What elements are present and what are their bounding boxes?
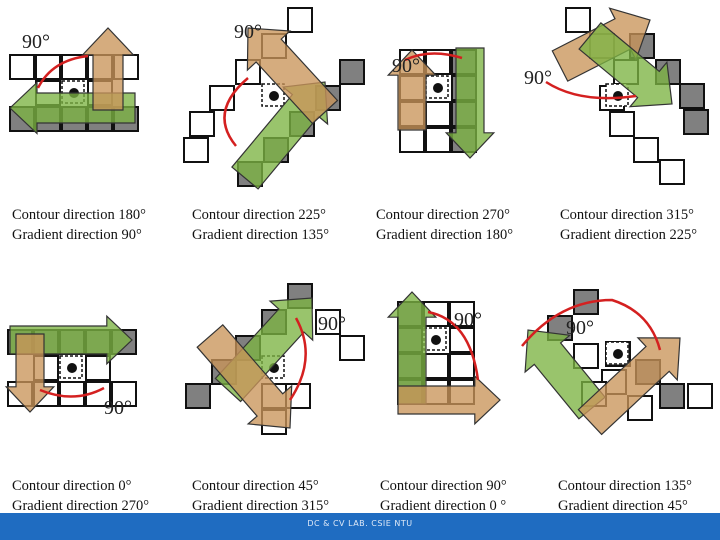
footer-text: DC & CV LAB. CSIE NTU [307, 519, 413, 528]
direction-figures: 90° 90° 90° 90° 90° 90° 90° 90° [4, 7, 713, 436]
rotation-arc [521, 298, 662, 351]
pixel [111, 381, 137, 407]
pixel [633, 137, 659, 163]
panel-contour-270: 90° [386, 47, 496, 159]
contour-label: Contour direction 0° [12, 478, 132, 494]
center-dot [269, 91, 279, 101]
angle-label: 90° [234, 21, 262, 43]
contour-label: Contour direction 225° [192, 207, 326, 223]
gradient-label: Gradient direction 45° [558, 498, 688, 514]
pixel [209, 85, 235, 111]
rotation-arc [39, 386, 105, 398]
pixel [659, 159, 685, 185]
caption-315: Contour direction 315° Gradient directio… [560, 205, 697, 245]
caption-45: Contour direction 45° Gradient direction… [192, 476, 329, 516]
angle-label: 90° [566, 317, 594, 339]
caption-225: Contour direction 225° Gradient directio… [192, 205, 329, 245]
caption-135: Contour direction 135° Gradient directio… [558, 476, 692, 516]
contour-label: Contour direction 135° [558, 478, 692, 494]
gradient-label: Gradient direction 180° [376, 227, 514, 243]
edge-pixel [679, 83, 705, 109]
rotation-arc [288, 317, 307, 401]
panel-contour-90: 90° [386, 291, 501, 426]
edge-pixel [339, 59, 365, 85]
tan-arrow [397, 374, 501, 426]
rotation-arc [545, 80, 637, 100]
pixel [189, 111, 215, 137]
gradient-label: Gradient direction 315° [192, 498, 330, 514]
edge-pixel [659, 383, 685, 409]
pixel [9, 54, 35, 80]
contour-label: Contour direction 180° [12, 207, 146, 223]
tan-arrow [577, 337, 681, 436]
angle-label: 90° [22, 31, 50, 53]
pixel [425, 101, 451, 127]
contour-label: Contour direction 90° [380, 478, 507, 494]
green-arrow [578, 22, 673, 108]
tan-arrow [81, 27, 135, 111]
contour-label: Contour direction 270° [376, 207, 510, 223]
pixel [315, 309, 341, 335]
rotation-arc [223, 77, 249, 147]
angle-label: 90° [392, 55, 420, 77]
caption-180: Contour direction 180° Gradient directio… [12, 205, 146, 245]
panel-contour-135: 90° [521, 289, 713, 436]
angle-label: 90° [454, 309, 482, 331]
tan-arrow [196, 323, 293, 429]
pixel [687, 383, 713, 409]
rotation-arc [36, 54, 89, 89]
caption-270: Contour direction 270° Gradient directio… [376, 205, 513, 245]
panel-contour-180: 90° [9, 27, 139, 135]
pixel [449, 353, 475, 379]
gradient-label: Gradient direction 90° [12, 227, 142, 243]
footer-bar: DC & CV LAB. CSIE NTU [0, 513, 720, 540]
gradient-label: Gradient direction 135° [192, 227, 330, 243]
edge-pixel [185, 383, 211, 409]
caption-90: Contour direction 90° Gradient direction… [380, 476, 507, 516]
pixel [609, 111, 635, 137]
pixel [399, 127, 425, 153]
pixel [59, 381, 85, 407]
green-arrow [524, 329, 606, 420]
pixel [85, 355, 111, 381]
pixel [183, 137, 209, 163]
rotation-arc [404, 52, 463, 62]
center-dot [67, 363, 77, 373]
green-arrow [444, 47, 496, 159]
tan-arrow [386, 49, 438, 131]
gradient-label: Gradient direction 225° [560, 227, 698, 243]
gradient-label: Gradient direction 0 ° [380, 498, 507, 514]
tan-arrow [246, 27, 339, 125]
panel-contour-45: 90° [185, 283, 365, 435]
panel-contour-0: 90° [4, 314, 137, 419]
pixel [565, 7, 591, 33]
gradient-label: Gradient direction 270° [12, 498, 150, 514]
center-dot [613, 349, 623, 359]
pixel [449, 301, 475, 327]
rotation-arc [427, 310, 480, 381]
angle-label: 90° [318, 313, 346, 335]
contour-label: Contour direction 315° [560, 207, 694, 223]
tan-arrow [4, 333, 56, 413]
panel-contour-225: 90° [183, 7, 365, 190]
angle-label: 90° [104, 397, 132, 419]
pixel [423, 353, 449, 379]
caption-0: Contour direction 0° Gradient direction … [12, 476, 149, 516]
center-dot [613, 91, 623, 101]
contour-label: Contour direction 45° [192, 478, 319, 494]
angle-label: 90° [524, 67, 552, 89]
pixel [425, 127, 451, 153]
center-dot [431, 335, 441, 345]
pixel [287, 7, 313, 33]
panel-contour-315: 90° [524, 7, 709, 185]
center-dot [433, 83, 443, 93]
edge-pixel [683, 109, 709, 135]
pixel [339, 335, 365, 361]
